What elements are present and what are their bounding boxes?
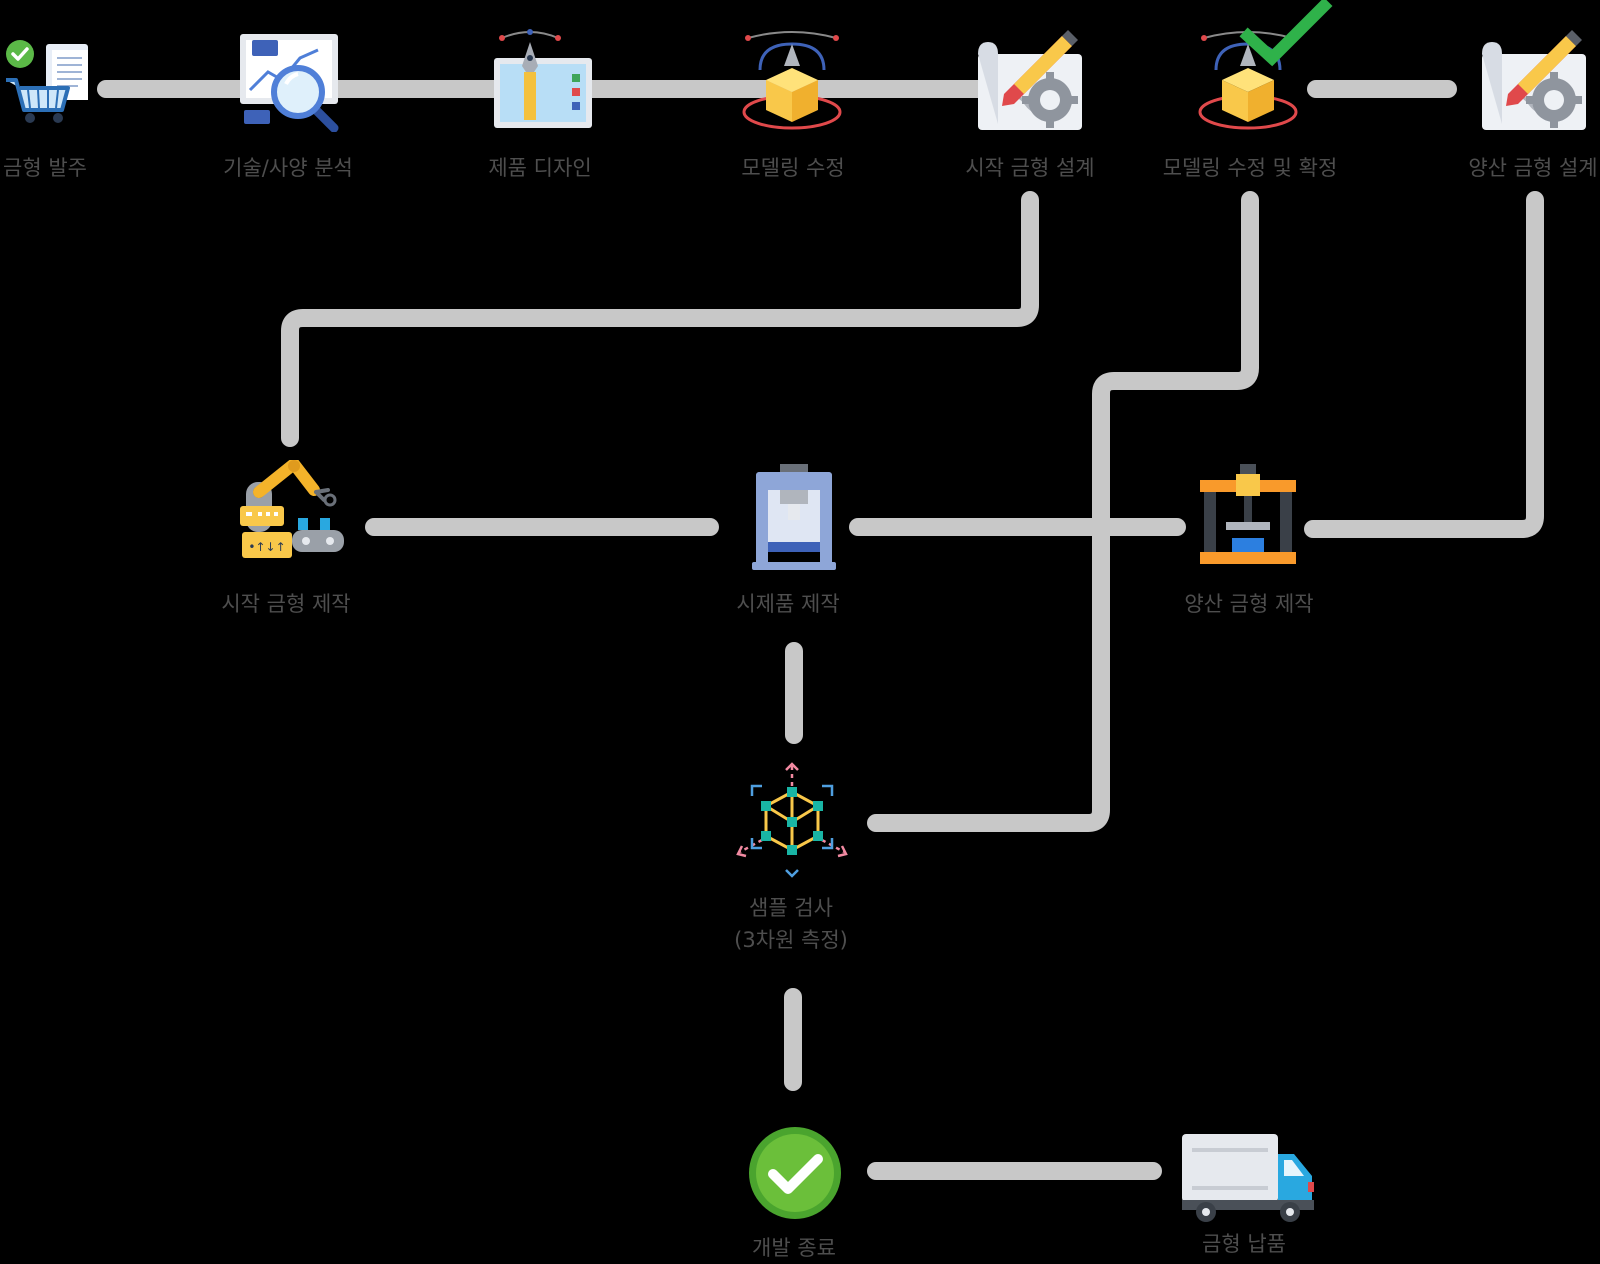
step-label: 양산 금형 제작 bbox=[1184, 592, 1314, 616]
step-label: 시작 금형 설계 bbox=[965, 156, 1095, 180]
magnifier-chart-icon bbox=[240, 34, 339, 132]
step-label: 모델링 수정 및 확정 bbox=[1162, 156, 1338, 180]
step-label: 샘플 검사 (3차원 측정) bbox=[734, 892, 848, 956]
blueprint-gear-icon bbox=[1482, 30, 1586, 130]
step-label: 모델링 수정 bbox=[741, 156, 845, 180]
step-label: 시작 금형 제작 bbox=[221, 592, 351, 616]
connector-mass-design-to-mass-mold bbox=[1304, 191, 1544, 538]
press-machine-icon bbox=[752, 464, 836, 570]
step-label: 기술/사양 분석 bbox=[223, 156, 353, 180]
connector-design-to-proto-mold bbox=[281, 191, 1039, 447]
blueprint-gear-icon bbox=[978, 30, 1082, 130]
step-label-line2: (3차원 측정) bbox=[734, 928, 848, 952]
step-label-line1: 샘플 검사 bbox=[749, 896, 833, 920]
delivery-truck-icon bbox=[1182, 1134, 1314, 1222]
step-label: 금형 발주 bbox=[3, 156, 87, 180]
3d-cube-pen-icon bbox=[742, 31, 842, 130]
cart-document-check-icon bbox=[6, 40, 88, 123]
3d-cube-check-icon bbox=[1198, 0, 1333, 130]
pen-tablet-icon bbox=[494, 29, 592, 128]
step-label: 제품 디자인 bbox=[488, 156, 592, 180]
step-label: 금형 납품 bbox=[1202, 1232, 1286, 1256]
3d-network-cube-icon bbox=[736, 762, 848, 878]
svg-text:•↑↓↑: •↑↓↑ bbox=[248, 540, 285, 554]
connector-confirm-to-inspection bbox=[867, 191, 1259, 832]
step-label: 개발 종료 bbox=[752, 1236, 836, 1260]
step-label: 양산 금형 설계 bbox=[1468, 156, 1598, 180]
step-label: 시제품 제작 bbox=[736, 592, 840, 616]
frame-press-icon bbox=[1200, 464, 1296, 564]
robot-arm-icon: •↑↓↑ bbox=[240, 460, 344, 558]
check-circle-icon bbox=[749, 1127, 841, 1219]
